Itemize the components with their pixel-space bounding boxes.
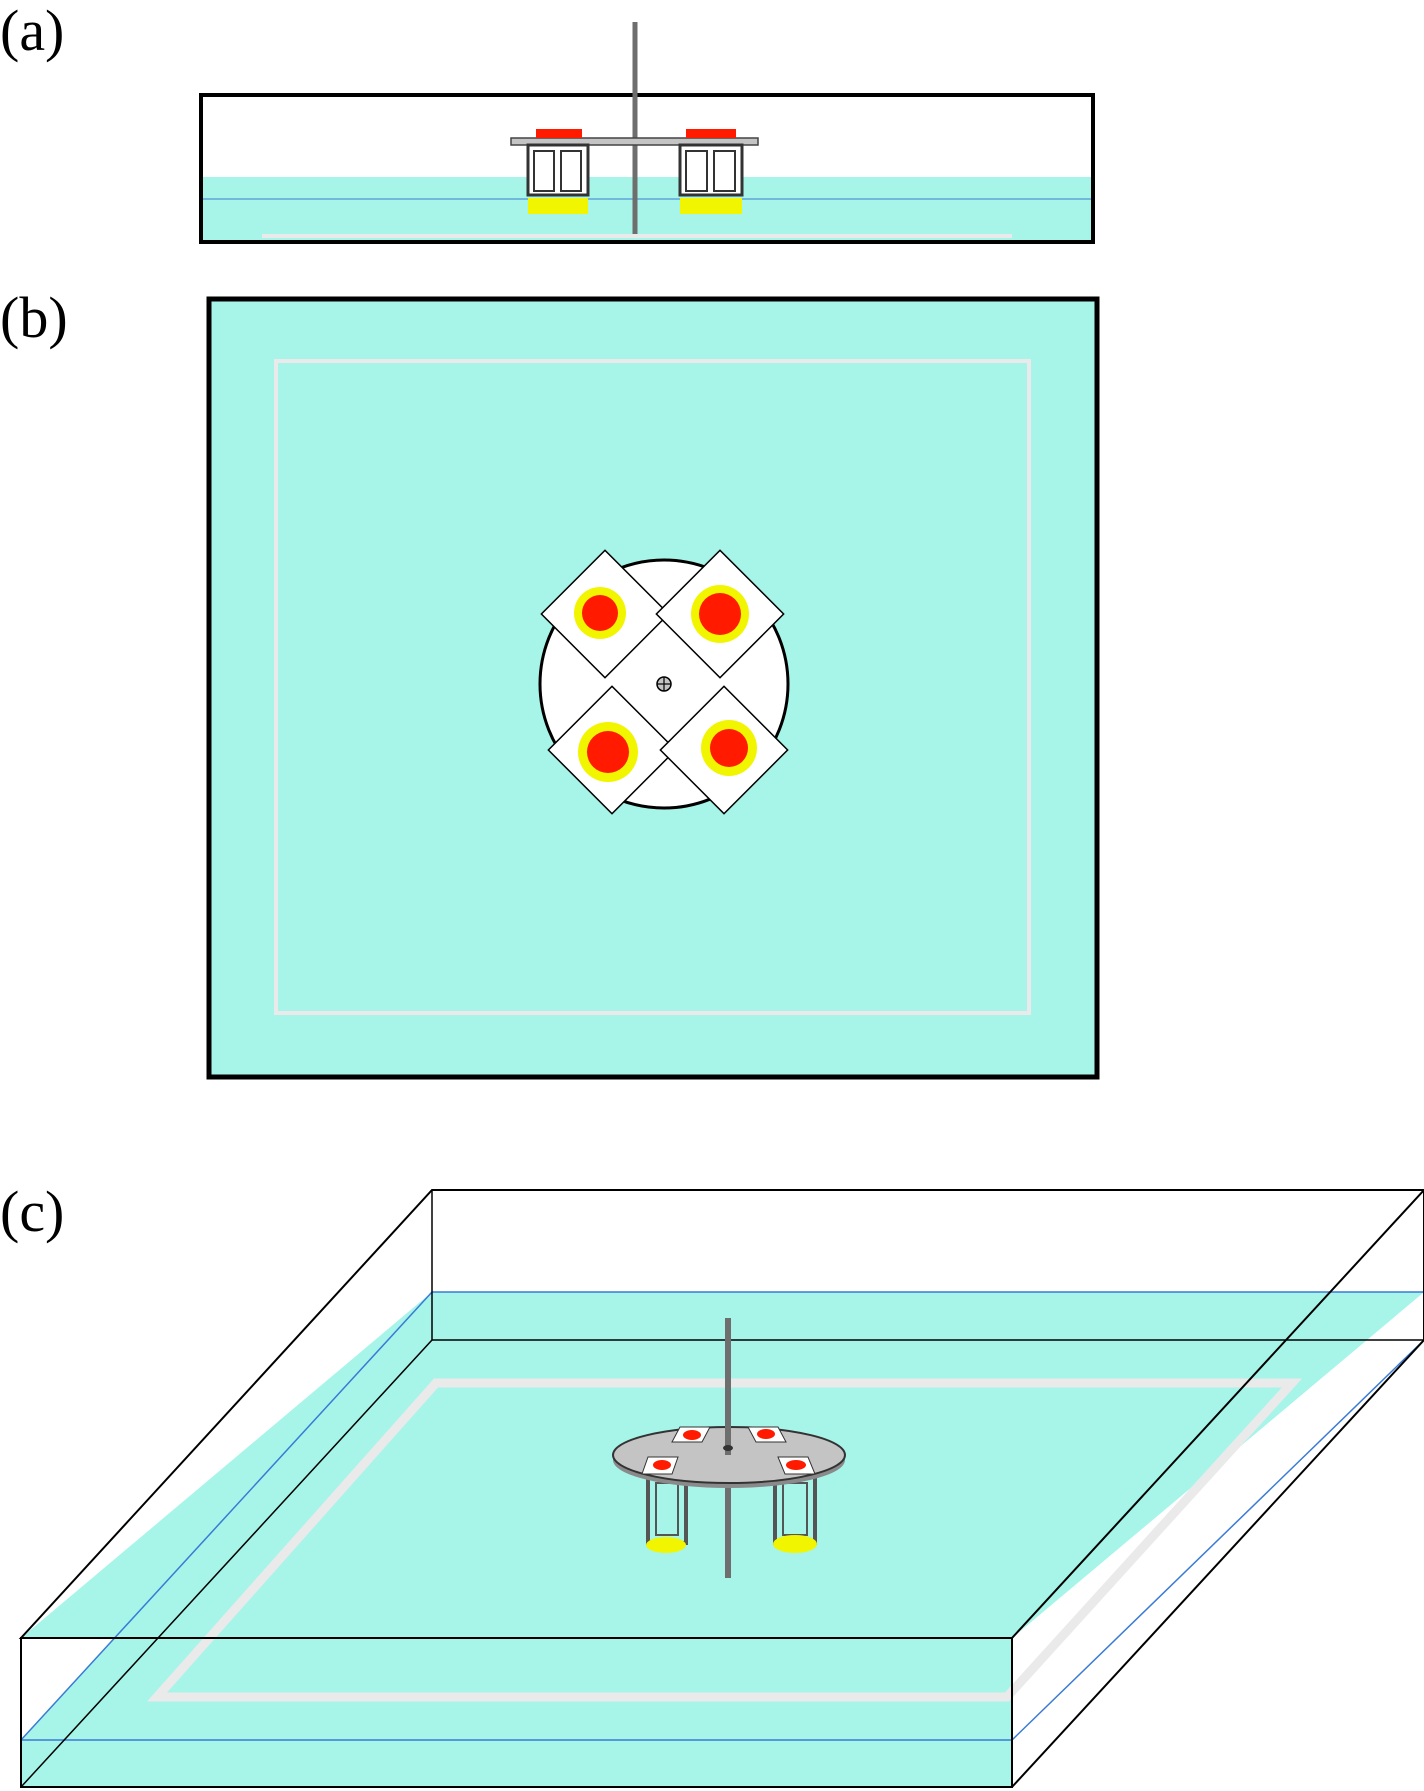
sample-holder-bottom-right <box>659 685 789 815</box>
tank-front-face <box>20 1637 1013 1788</box>
heater-rim-perspective <box>146 1378 1303 1702</box>
tank-back-left-edge <box>20 1339 433 1788</box>
red-dot-br <box>710 729 748 767</box>
panel-c-label: (c) <box>0 1179 64 1244</box>
panel-b: (b) <box>0 285 1100 1080</box>
tank-right-bottom-edge <box>1011 1339 1424 1788</box>
yellow-pad-left-perspective <box>646 1537 686 1553</box>
holder-left-slot-1 <box>533 150 555 192</box>
panel-b-label: (b) <box>0 285 68 350</box>
tank-perspective-view <box>18 1189 1424 1788</box>
red-dot-disc-2 <box>757 1429 775 1439</box>
tank-top-view <box>206 296 1100 1080</box>
red-dot-disc-1 <box>683 1430 701 1440</box>
holder-right-slot-2 <box>713 150 736 192</box>
heater-rim-top <box>274 359 1031 1015</box>
rotor-assembly-perspective <box>612 1318 846 1578</box>
tank-outline-side <box>199 93 1095 244</box>
red-dot-bl <box>587 731 629 773</box>
red-dot-disc-4 <box>786 1460 806 1470</box>
sample-holder-top-right <box>655 549 785 679</box>
panel-a: (a) <box>0 0 1095 244</box>
yellow-pad-right <box>680 198 742 214</box>
red-dot-right <box>686 129 736 138</box>
panel-a-label: (a) <box>0 0 64 63</box>
red-dot-tr <box>699 593 741 635</box>
panel-c: (c) <box>0 1179 1424 1788</box>
water-layer <box>201 177 1093 242</box>
red-dot-disc-3 <box>653 1460 671 1470</box>
red-dot-tl <box>582 595 618 631</box>
tank-side-view <box>199 22 1095 244</box>
holder-left-slot-2 <box>560 150 582 192</box>
sample-holder-top-left <box>540 549 670 679</box>
shaft-hub <box>723 1445 733 1451</box>
holder-right-slot-1 <box>685 150 708 192</box>
yellow-pad-right-perspective <box>773 1535 817 1553</box>
yellow-pad-left <box>528 198 588 214</box>
rotor-bar-side <box>510 137 759 146</box>
red-dot-left <box>536 129 582 138</box>
crosshair-circle-icon <box>656 676 672 692</box>
sample-holder-bottom-left <box>547 685 677 815</box>
